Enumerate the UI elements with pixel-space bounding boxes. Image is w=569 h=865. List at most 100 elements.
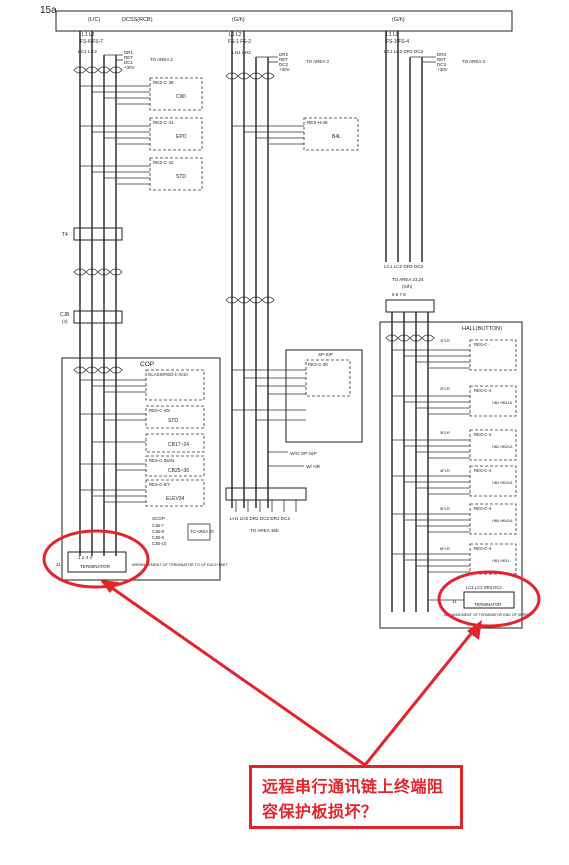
mid-bottom-connector	[225, 487, 307, 501]
right-lines: L1 L2	[386, 32, 399, 38]
right-terminator-pins: LC1 LC2 DR3 DC3	[466, 585, 502, 590]
hall-module-4-res: RES-C-4	[474, 468, 492, 473]
left-column: LC1 LC2 DR1 RET DC1 +30V TO AREA 2 RES-C…	[56, 31, 228, 581]
hall-module-5: 5FLR RES-C-4 HB4 HB41A	[392, 503, 517, 535]
cop-module-4: RES-C-6/7 ELEV34	[80, 479, 205, 507]
hall-module-2-res: RES-C-4	[474, 388, 492, 393]
mid-fuse-row-1	[225, 72, 275, 80]
cop-top-module-label: GLASSIFIED-C-6/10	[148, 372, 188, 377]
hall-module-2-name: HB1 HB11A	[492, 401, 513, 405]
left-module-2-res: RES-C-41	[153, 120, 174, 125]
cop-module-3-res: RES-C-36/41	[149, 458, 175, 463]
right-to-area: TO AREA 3	[462, 59, 485, 64]
cop-module-2: CB17~24	[92, 433, 205, 453]
left-cjb-connector	[73, 310, 123, 324]
mid-wo-sp: W/O SP-SIP	[290, 451, 317, 457]
hall-module-1-res: RES-C-	[474, 342, 489, 347]
hall-module-4-floor: 4FLR	[440, 468, 450, 473]
top-label-mid: (G/h)	[232, 17, 245, 23]
cop-cj-7: CJB-7	[152, 523, 165, 528]
mid-module-name: B4L	[332, 134, 341, 140]
left-module-1-res: RES-C-38	[153, 80, 174, 85]
cop-terminator-pins: 1 2 3 4	[78, 555, 92, 560]
arrowhead-right	[467, 620, 482, 640]
left-ret: RET	[124, 55, 133, 60]
mid-dr2: DR2	[279, 52, 288, 57]
right-top-connector	[385, 299, 435, 313]
right-ret: RET	[437, 57, 446, 62]
mid-sp-title: SP-SIP	[318, 352, 333, 357]
mid-30v: +30V	[279, 67, 290, 72]
right-dr3: DR3	[437, 52, 446, 57]
cop-title: COP	[140, 361, 154, 368]
top-label-left: (L/C)	[88, 17, 100, 23]
mid-lh-labels: LH1 LH2	[232, 50, 251, 56]
mid-bottom-labels: LH1 LH2 DR2 DC2 DR2 DC2	[230, 516, 290, 521]
right-30v: +30V	[437, 67, 448, 72]
hall-module-3: 3FLR RES-C-4 HB2 HB21A	[392, 429, 517, 461]
mid-column: LH1 LH2 DR2 RET DC2 +30V TO AREA 3 RES-H…	[225, 31, 363, 533]
mid-lines: L1 L2	[229, 32, 242, 38]
page-number: 15a	[40, 5, 57, 16]
left-module-3-res: RES-C-42	[153, 160, 174, 165]
cop-module-1-name: STD	[168, 418, 178, 424]
right-column: LC1 LC2 DR3 DC3 DR3 RET DC3 +30V TO AREA…	[379, 31, 532, 629]
right-arrangement-note: ARRANGEMENT OF TERMINATOR END OF SERIES	[444, 613, 532, 617]
hall-module-3-res: RES-C-4	[474, 432, 492, 437]
hall-module-4-name: HB3 HB31A	[492, 481, 513, 485]
hall-module-6-name: HB1 HB11	[492, 559, 510, 563]
right-pins: 5 6 7 8	[392, 292, 406, 297]
left-dr1: DR1	[124, 50, 133, 55]
left-cjb-label: CJB	[60, 312, 70, 318]
callout-arrow-left	[111, 586, 366, 767]
mid-sp-sub: RES-C-38	[308, 362, 328, 367]
hall-module-1: 1FLR RES-C-	[392, 338, 517, 371]
cop-cj-8: CJB-8	[152, 529, 165, 534]
hall-module-4: 4FLR RES-C-4 HB3 HB31A	[392, 465, 517, 497]
top-bus-frame	[55, 10, 513, 32]
left-lines: L1 L2	[82, 32, 95, 38]
cop-module-3: RES-C-36/41 CB25~36	[80, 455, 205, 477]
cop-top-module: GLASSIFIED-C-6/10	[80, 369, 205, 401]
cop-module-4-res: RES-C-6/7	[149, 482, 170, 487]
cop-terminator-label: TERMINATOR	[80, 564, 111, 569]
hall-module-3-floor: 3FLR	[440, 430, 450, 435]
left-t4-connector	[73, 227, 123, 241]
cop-frame	[61, 357, 221, 581]
mid-bottom-to-area: TO AREA 15b	[250, 528, 279, 533]
left-30v: +30V	[124, 65, 135, 70]
annotation-layer	[42, 529, 541, 767]
right-terminator-star: J1	[452, 599, 457, 604]
cop-cj-9: CJB-9	[152, 535, 165, 540]
hall-module-1-floor: 1FLR	[440, 338, 450, 343]
top-label-right: (G/h)	[392, 17, 405, 23]
highlight-ellipse-right	[437, 570, 541, 628]
cop-terminator-star: J1	[56, 562, 61, 567]
left-module-1-name: CWI	[176, 94, 186, 100]
left-fuse-row-2	[73, 268, 123, 276]
left-module-1: RES-C-38 CWI	[80, 77, 203, 111]
right-fuse-row	[385, 334, 435, 342]
top-label-center: DCSS(RCB)	[122, 17, 153, 23]
cop-module-4-name: ELEV34	[166, 496, 185, 502]
left-dc1: DC1	[124, 60, 133, 65]
left-fuse-row-3	[73, 366, 123, 374]
cop-arrangement-note: ARRANGEMENT OF TERMINATOR TO OF EACH UNI…	[132, 563, 228, 567]
right-gh: (G/h)	[402, 284, 413, 289]
cop-module-2-name: CB17~24	[168, 442, 189, 448]
hall-module-3-name: HB2 HB21A	[492, 445, 513, 449]
cop-cj-10: CJB-10	[152, 541, 167, 546]
mid-sp-block: SP-SIP RES-C-38	[232, 349, 363, 443]
left-lc-labels: LC1 LC2	[78, 49, 97, 55]
mid-to-area: TO AREA 3	[306, 59, 329, 64]
hall-module-5-floor: 5FLR	[440, 506, 450, 511]
right-lc-labels: LC1 LC2 DR3 DC3	[384, 49, 424, 54]
left-module-3-name: STD	[176, 174, 186, 180]
callout-line-2: 容保护板损坏？	[262, 802, 378, 821]
mid-dc2: DC2	[279, 62, 288, 67]
hall-frame	[379, 321, 523, 629]
cop-module-3-name: CB25~36	[168, 468, 189, 474]
left-module-2: RES-C-41 EPO	[80, 117, 203, 151]
cop-scop-note: SCOP	[152, 516, 165, 521]
